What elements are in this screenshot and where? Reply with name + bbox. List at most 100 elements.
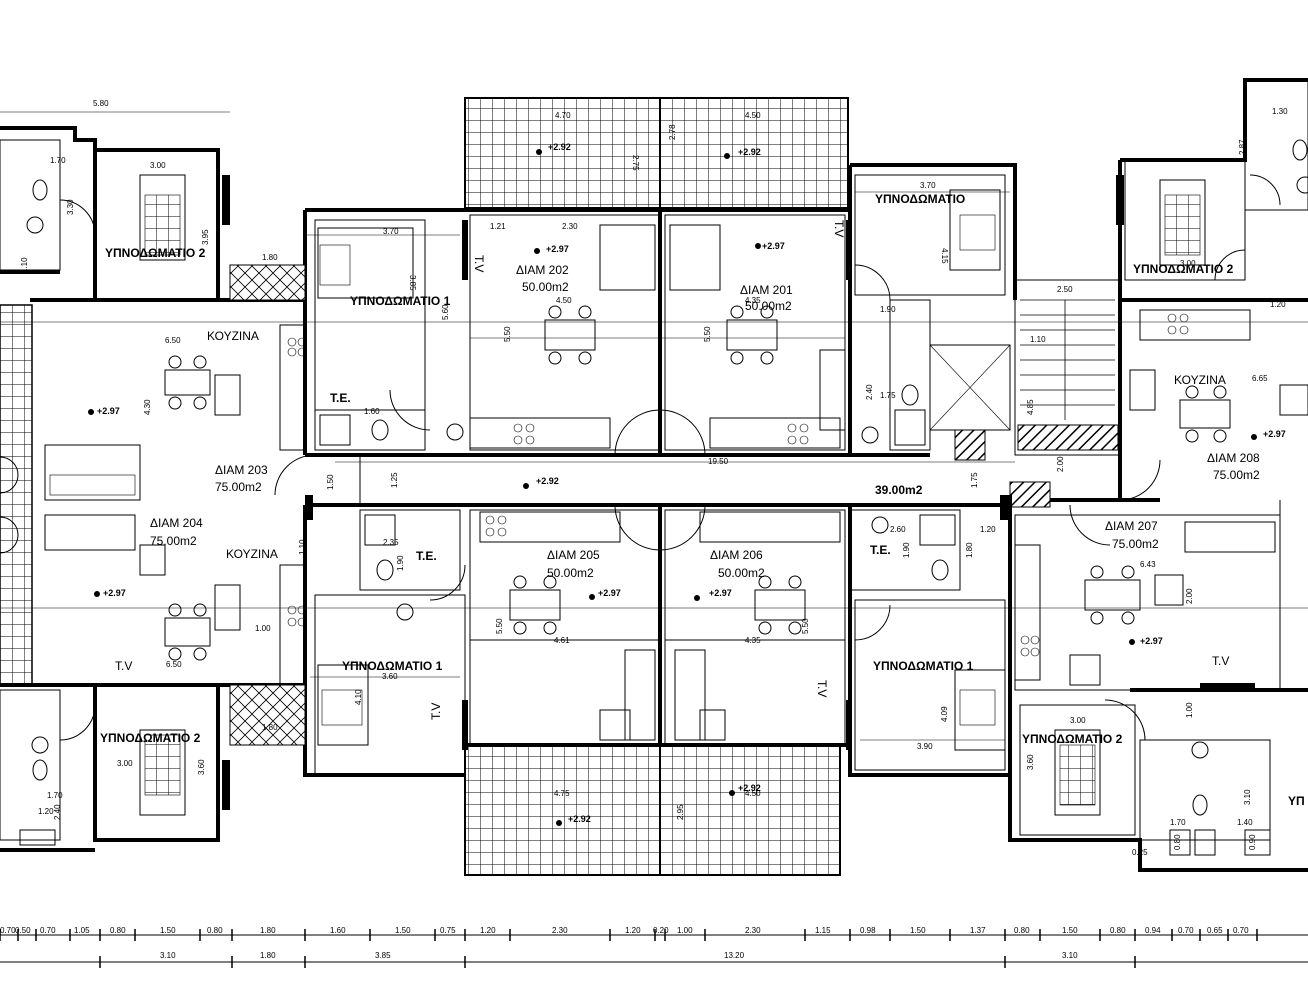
dimension-label: 1.80 <box>965 542 974 558</box>
balcony-top-left <box>464 97 661 209</box>
bedroom-1-label: ΥΠΝΟΔΩΜΑΤΙΟ 1 <box>873 659 974 673</box>
scale-label: 0.70 <box>1178 926 1194 935</box>
scale-label: 0.75 <box>440 926 456 935</box>
level-icon <box>88 409 94 415</box>
dimension-label: 5.50 <box>703 326 712 342</box>
apartment-205-name: ΔΙΑΜ 205 <box>547 548 600 562</box>
dimension-label: 1.10 <box>298 539 307 555</box>
scale-label: 0.80 <box>1014 926 1030 935</box>
dining-table-icon <box>544 305 596 365</box>
dimension-label: 4.35 <box>745 296 761 305</box>
apartment-208-area: 75.00m2 <box>1213 468 1260 482</box>
dining-table-icon <box>1179 385 1231 443</box>
corridor-area: 39.00m2 <box>875 483 923 497</box>
scale-label: 0.94 <box>1145 926 1161 935</box>
level-icon <box>536 149 542 155</box>
scale-label: 0.20 <box>653 926 669 935</box>
scale-label: 0.50 <box>15 926 31 935</box>
dimension-label: 4.50 <box>556 296 572 305</box>
dimension-label: 1.25 <box>390 472 399 488</box>
scale-labels: 0.70 0.50 0.70 1.05 0.80 1.50 0.80 1.80 … <box>0 926 1249 960</box>
dimension-label: 3.90 <box>917 742 933 751</box>
scale-label: 0.70 <box>0 926 16 935</box>
level-icon <box>1129 639 1135 645</box>
dimension-label: 5.50 <box>503 326 512 342</box>
bed-icon <box>317 664 369 746</box>
dimension-label: 1.20 <box>1270 300 1286 309</box>
dimension-label: 4.85 <box>1026 399 1035 415</box>
bed-icon <box>317 227 414 299</box>
room-labels: ΥΠΝΟΔΩΜΑΤΙΟ 2 ΥΠΝΟΔΩΜΑΤΙΟ 1 ΥΠΝΟΔΩΜΑΤΙΟ … <box>100 192 1305 808</box>
dimension-label: 3.10 <box>1243 789 1252 805</box>
wc-label: Τ.Ε. <box>330 391 351 405</box>
scale-label: 1.20 <box>625 926 641 935</box>
apartment-204-name: ΔΙΑΜ 204 <box>150 516 203 530</box>
kitchen-label: ΚΟΥΖΙΝΑ <box>226 547 278 561</box>
kitchen-label: ΚΟΥΖΙΝΑ <box>1174 373 1226 387</box>
apartment-208-name: ΔΙΑΜ 208 <box>1207 451 1260 465</box>
dimension-label: 1.10 <box>20 257 29 273</box>
dimension-label: 4.35 <box>745 636 761 645</box>
level-icon <box>523 483 529 489</box>
balcony-bottom-left <box>464 744 661 876</box>
dimension-lines <box>0 111 1308 963</box>
dimension-label: 1.00 <box>1185 702 1194 718</box>
dimension-label: 1.70 <box>50 156 66 165</box>
dimension-label: 19.50 <box>708 457 729 466</box>
dimension-label: 2.60 <box>890 525 906 534</box>
tv-label: Τ.V <box>429 703 443 720</box>
dimension-label: 4.15 <box>940 248 949 264</box>
dining-table-icon <box>1084 565 1141 625</box>
partitions <box>0 79 1308 841</box>
dimension-label: 5.60 <box>441 304 450 320</box>
bedroom-partial-label: ΥΠ <box>1288 794 1305 808</box>
balcony-top-right <box>659 97 849 209</box>
dining-table-icon <box>164 603 211 661</box>
wc-label: Τ.Ε. <box>870 543 891 557</box>
dimension-label: 1.50 <box>326 474 335 490</box>
dimension-label: 4.10 <box>354 689 363 705</box>
dimension-label: 1.40 <box>1237 818 1253 827</box>
bed-icon <box>139 729 186 816</box>
wc-label: Τ.Ε. <box>416 549 437 563</box>
dimension-label: 1.21 <box>490 222 506 231</box>
sofa-icon <box>1154 521 1276 606</box>
apartment-204-area: 75.00m2 <box>150 534 197 548</box>
scale-ticks <box>0 929 1258 968</box>
dimension-label: 1.20 <box>980 525 996 534</box>
bedroom-2-label: ΥΠΝΟΔΩΜΑΤΙΟ 2 <box>1022 732 1123 746</box>
level-label: +2.97 <box>1140 636 1163 646</box>
level-label: +2.97 <box>1263 429 1286 439</box>
scale-label: 1.50 <box>1062 926 1078 935</box>
dimension-label: 3.60 <box>382 672 398 681</box>
level-label: +2.97 <box>97 406 120 416</box>
level-icon <box>534 248 540 254</box>
dimension-label: 3.60 <box>197 759 206 775</box>
apartment-202-area: 50.00m2 <box>522 280 569 294</box>
apartment-202-name: ΔΙΑΜ 202 <box>516 263 569 277</box>
level-icon <box>589 594 595 600</box>
dimension-label: 2.00 <box>1185 588 1194 604</box>
dimension-label: 0.90 <box>1248 834 1257 850</box>
level-label: +2.92 <box>738 783 761 793</box>
tv-label: Τ.V <box>115 659 132 673</box>
dimension-label: 1.20 <box>38 807 54 816</box>
bed-icon <box>1054 729 1101 816</box>
tv-label: Τ.V <box>472 255 486 272</box>
scale-label: 2.30 <box>745 926 761 935</box>
dimension-label: 3.85 <box>408 275 417 291</box>
dining-table-icon <box>164 355 211 410</box>
tv-label: Τ.V <box>832 220 846 237</box>
bed-icon <box>139 174 186 261</box>
dimension-label: 4.50 <box>745 789 761 798</box>
dimension-label: 2.95 <box>676 804 685 820</box>
dimension-label: 4.75 <box>554 789 570 798</box>
scale-label: 1.60 <box>330 926 346 935</box>
scale-label: 1.80 <box>260 926 276 935</box>
scale-label: 0.80 <box>110 926 126 935</box>
dimension-label: 3.30 <box>66 199 75 215</box>
dimension-label: 1.75 <box>880 391 896 400</box>
doors <box>59 174 1281 741</box>
dimension-label: 2.87 <box>1238 139 1247 155</box>
